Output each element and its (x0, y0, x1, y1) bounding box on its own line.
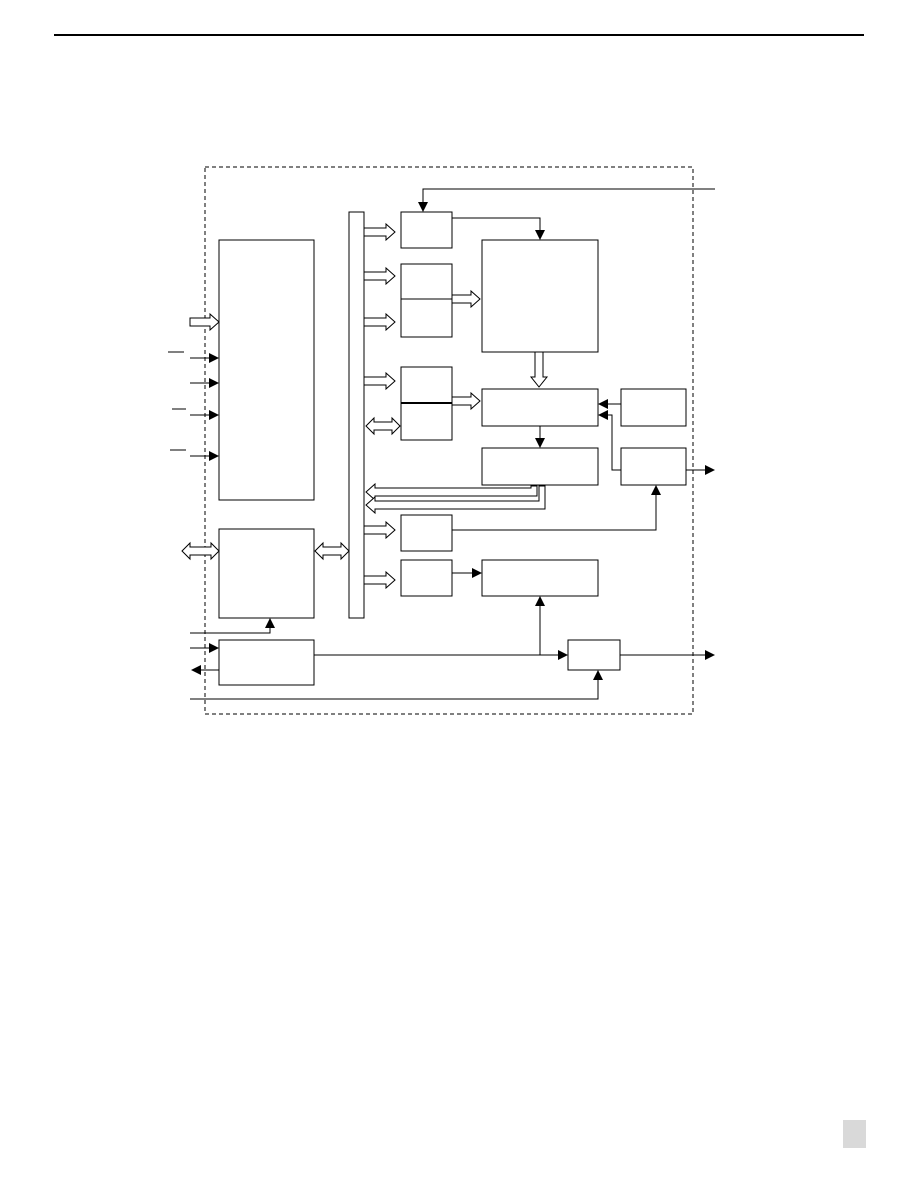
driver-block (620, 447, 687, 486)
register-block-1 (400, 211, 453, 249)
register-block-4 (400, 514, 453, 552)
interface-block (218, 239, 315, 501)
page-number-tab (843, 1120, 866, 1148)
process-block (481, 388, 599, 427)
internal-bus (348, 211, 365, 619)
timer-block (481, 559, 599, 597)
output-block (481, 447, 599, 486)
io-block (218, 528, 315, 619)
register-block-2 (400, 263, 453, 338)
memory-block (481, 239, 599, 353)
clock-block (218, 639, 315, 686)
page-header-rule (54, 34, 864, 36)
bus-arrows (181, 222, 549, 590)
register-block-5 (400, 559, 453, 597)
gate-block (567, 639, 621, 671)
source-block (620, 388, 687, 427)
signal-lines (168, 188, 715, 700)
